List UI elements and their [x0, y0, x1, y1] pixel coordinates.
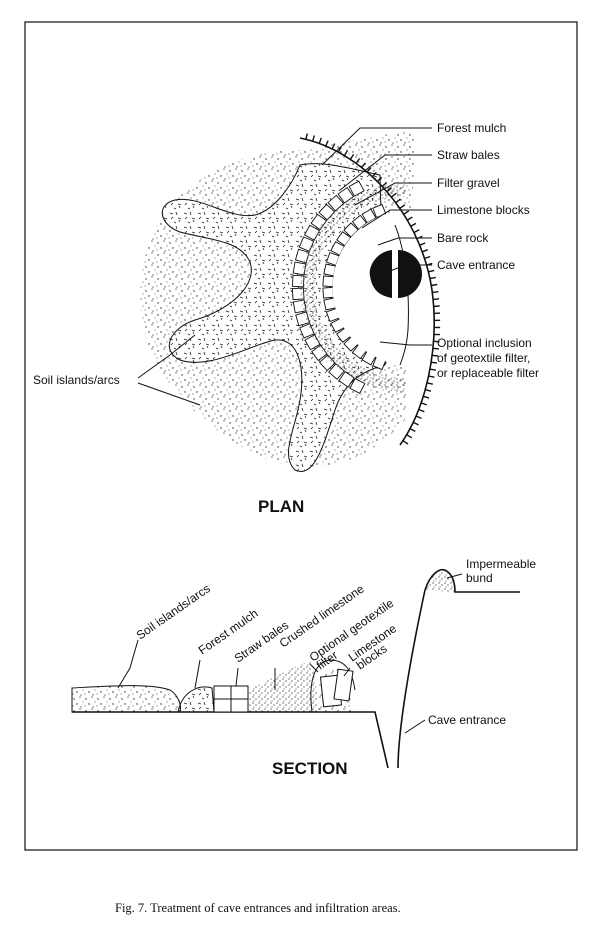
cliff-tick-53 — [402, 440, 409, 445]
cliff-tick-15 — [386, 187, 392, 193]
label-filter-gravel: Filter gravel — [437, 176, 500, 190]
cliff-tick-5 — [331, 143, 336, 150]
cliff-tick-12 — [371, 171, 377, 178]
cliff-tick-44 — [426, 382, 433, 385]
cliff-tick-1 — [305, 133, 308, 140]
label-soil-islands: Soil islands/arcs — [33, 373, 120, 387]
cliff-tick-11 — [366, 167, 372, 173]
cliff-tick-31 — [432, 291, 439, 294]
cliff-tick-14 — [381, 181, 388, 188]
cliff-ticks — [305, 133, 441, 445]
cave-wall — [397, 589, 426, 769]
cliff-tick-9 — [355, 158, 361, 164]
straw-bale-20 — [348, 180, 365, 197]
cliff-tick-52 — [406, 434, 413, 439]
heading-plan: PLAN — [258, 497, 304, 516]
label-limestone-blocks: Limestone blocks — [437, 203, 530, 217]
section-forest-mulch — [177, 686, 215, 713]
cliff-tick-25 — [421, 249, 429, 253]
cliff-tick-40 — [432, 354, 439, 357]
cliff-tick-49 — [415, 415, 422, 420]
cliff-tick-16 — [390, 192, 397, 198]
filter-gravel-band — [300, 183, 406, 392]
cave-entrance-shape — [398, 250, 422, 298]
label-impermeable-1: Impermeable — [466, 557, 536, 571]
section-labels: Impermeable bund Soil islands/arcs Fores… — [134, 557, 537, 778]
cliff-tick-4 — [325, 140, 329, 147]
cliff-tick-7 — [343, 150, 349, 156]
cliff-tick-43 — [428, 375, 435, 378]
label-optional-1: Optional inclusion — [437, 336, 532, 350]
section-straw-bale-3 — [213, 698, 232, 713]
label-cave-entrance: Cave entrance — [437, 258, 515, 272]
cliff-tick-19 — [403, 210, 410, 215]
cliff-tick-47 — [420, 402, 427, 406]
label-straw-bales: Straw bales — [437, 148, 500, 162]
cliff-tick-51 — [409, 427, 416, 433]
cliff-tick-39 — [432, 347, 439, 350]
section-diagram — [71, 568, 520, 769]
cliff-tick-41 — [430, 361, 438, 364]
bare-rock-edge — [394, 224, 409, 366]
label-impermeable-2: bund — [466, 571, 493, 585]
label-crushed-limestone: Crushed limestone — [277, 581, 367, 650]
cliff-tick-18 — [399, 204, 406, 209]
cliff-tick-38 — [433, 340, 440, 343]
plan-diagram — [140, 130, 441, 473]
plan-leaders — [137, 127, 432, 406]
label-bare-rock: Bare rock — [437, 231, 489, 245]
cliff-tick-28 — [428, 269, 435, 273]
cliff-tick-46 — [423, 395, 430, 399]
cliff-tick-6 — [337, 146, 342, 153]
label-cave-entrance-section: Cave entrance — [428, 713, 506, 727]
cliff-tick-48 — [418, 408, 425, 413]
section-straw-bale-4 — [230, 698, 249, 713]
section-limestone-block-2 — [333, 668, 354, 702]
plan-labels: Forest mulch Straw bales Filter gravel L… — [33, 121, 539, 516]
cliff-tick-42 — [429, 368, 436, 371]
section-leaders — [117, 573, 463, 734]
label-optional-2: of geotextile filter, — [437, 351, 530, 365]
cliff-tick-20 — [406, 216, 413, 221]
label-forest-mulch: Forest mulch — [437, 121, 506, 135]
figure-frame — [24, 21, 578, 851]
cliff-tick-10 — [361, 162, 366, 169]
cliff-edge — [299, 137, 435, 446]
limestone-block-10 — [322, 275, 335, 288]
cliff-tick-3 — [318, 137, 322, 144]
section-straw-bale-2 — [230, 685, 249, 700]
cliff-tick-17 — [395, 198, 401, 204]
cliff-tick-8 — [349, 154, 355, 160]
limestone-block-9 — [322, 286, 335, 299]
cliff-tick-21 — [410, 222, 417, 227]
cliff-tick-50 — [412, 421, 419, 426]
cliff-tick-30 — [431, 283, 438, 287]
heading-section: SECTION — [272, 759, 348, 778]
cliff-tick-13 — [376, 176, 383, 183]
cliff-tick-45 — [425, 388, 432, 392]
label-soil-islands-section: Soil islands/arcs — [134, 581, 213, 642]
cliff-tick-29 — [429, 276, 436, 280]
cave-entrance-dark — [369, 250, 392, 298]
cliff-tick-2 — [311, 135, 316, 142]
cliff-tick-22 — [413, 229, 420, 234]
forest-mulch-texture — [162, 163, 385, 472]
cliff-tick-24 — [419, 242, 426, 246]
section-crushed-limestone — [248, 660, 320, 712]
cliff-tick-26 — [424, 255, 431, 260]
cliff-tick-32 — [433, 298, 440, 301]
section-straw-bale-1 — [213, 685, 232, 700]
label-optional-3: or replaceable filter — [437, 366, 539, 380]
section-soil-islands — [71, 685, 181, 713]
figure-caption: Fig. 7. Treatment of cave entrances and … — [115, 901, 401, 915]
